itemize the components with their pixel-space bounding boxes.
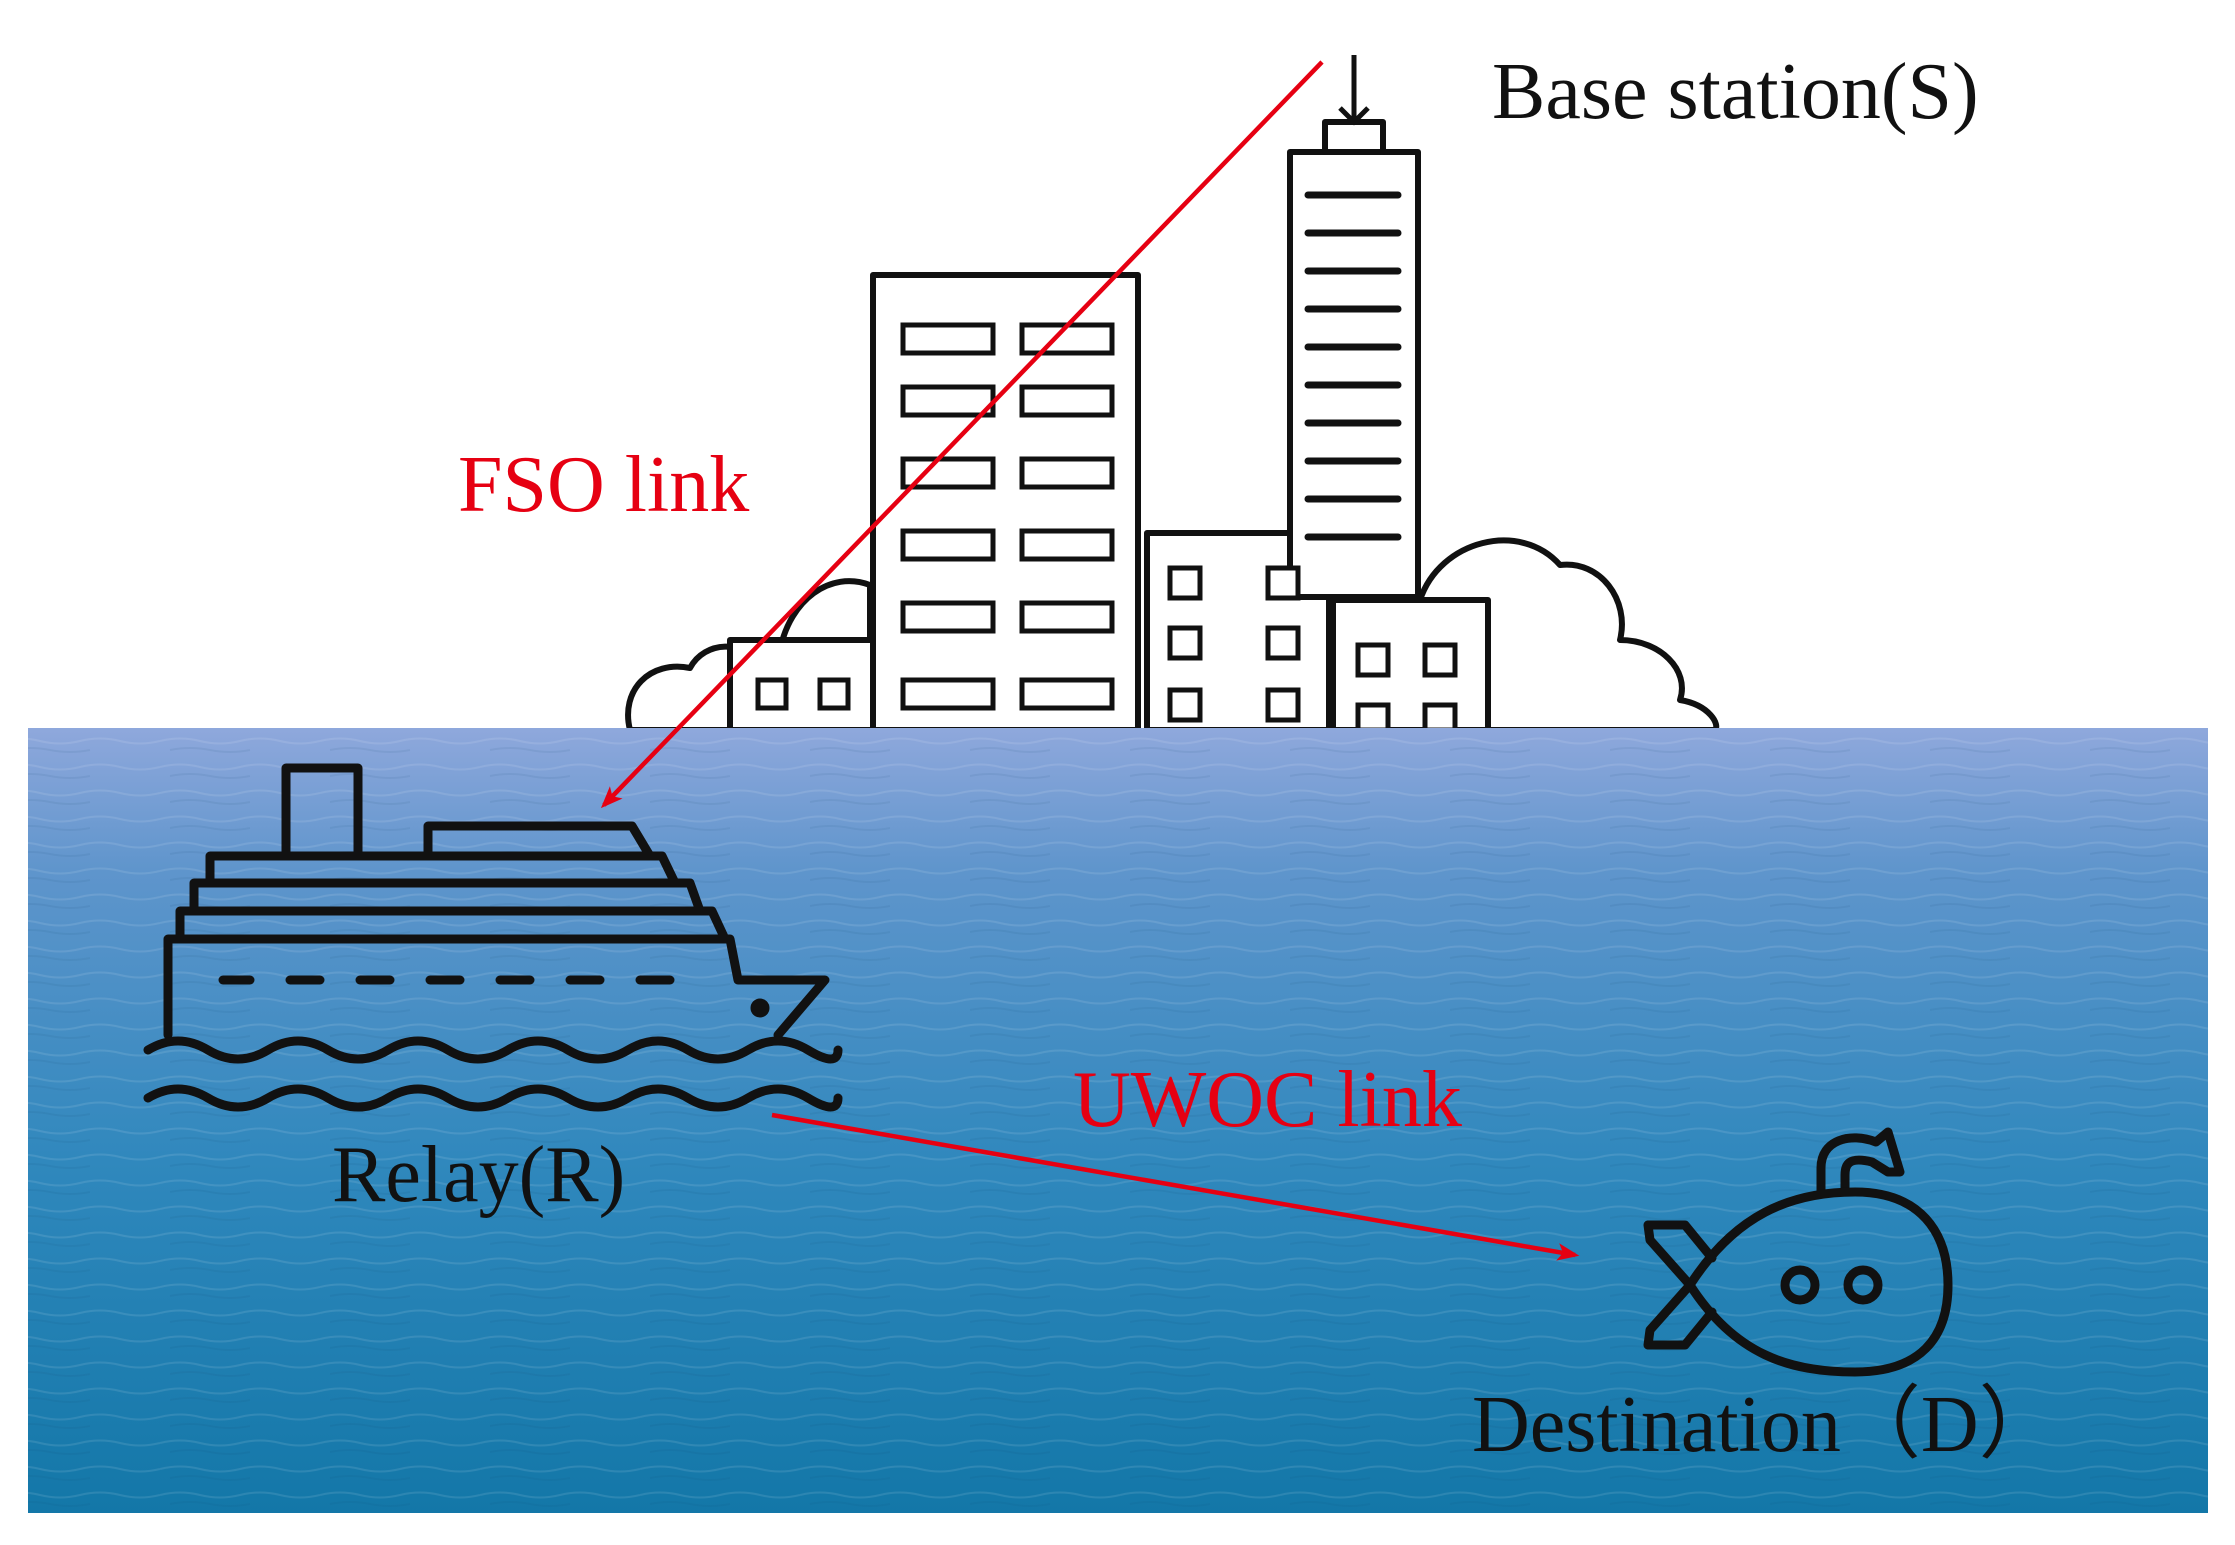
relay-label: Relay(R) [332,1131,626,1219]
building-windows [755,322,1458,733]
uwoc-link-arrow [771,1112,1580,1261]
base-station-label: Base station(S) [1492,48,1979,136]
tower-stripes [1304,191,1402,541]
destination-label: Destination（D） [1472,1381,2059,1469]
antenna-icon [1338,55,1370,126]
fso-link-label: FSO link [458,441,750,529]
submarine-icon [1643,1127,1953,1377]
uwoc-link-label: UWOC link [1073,1056,1462,1144]
fso-link-arrow [600,60,1324,809]
cruise-ship-icon [143,763,843,1112]
